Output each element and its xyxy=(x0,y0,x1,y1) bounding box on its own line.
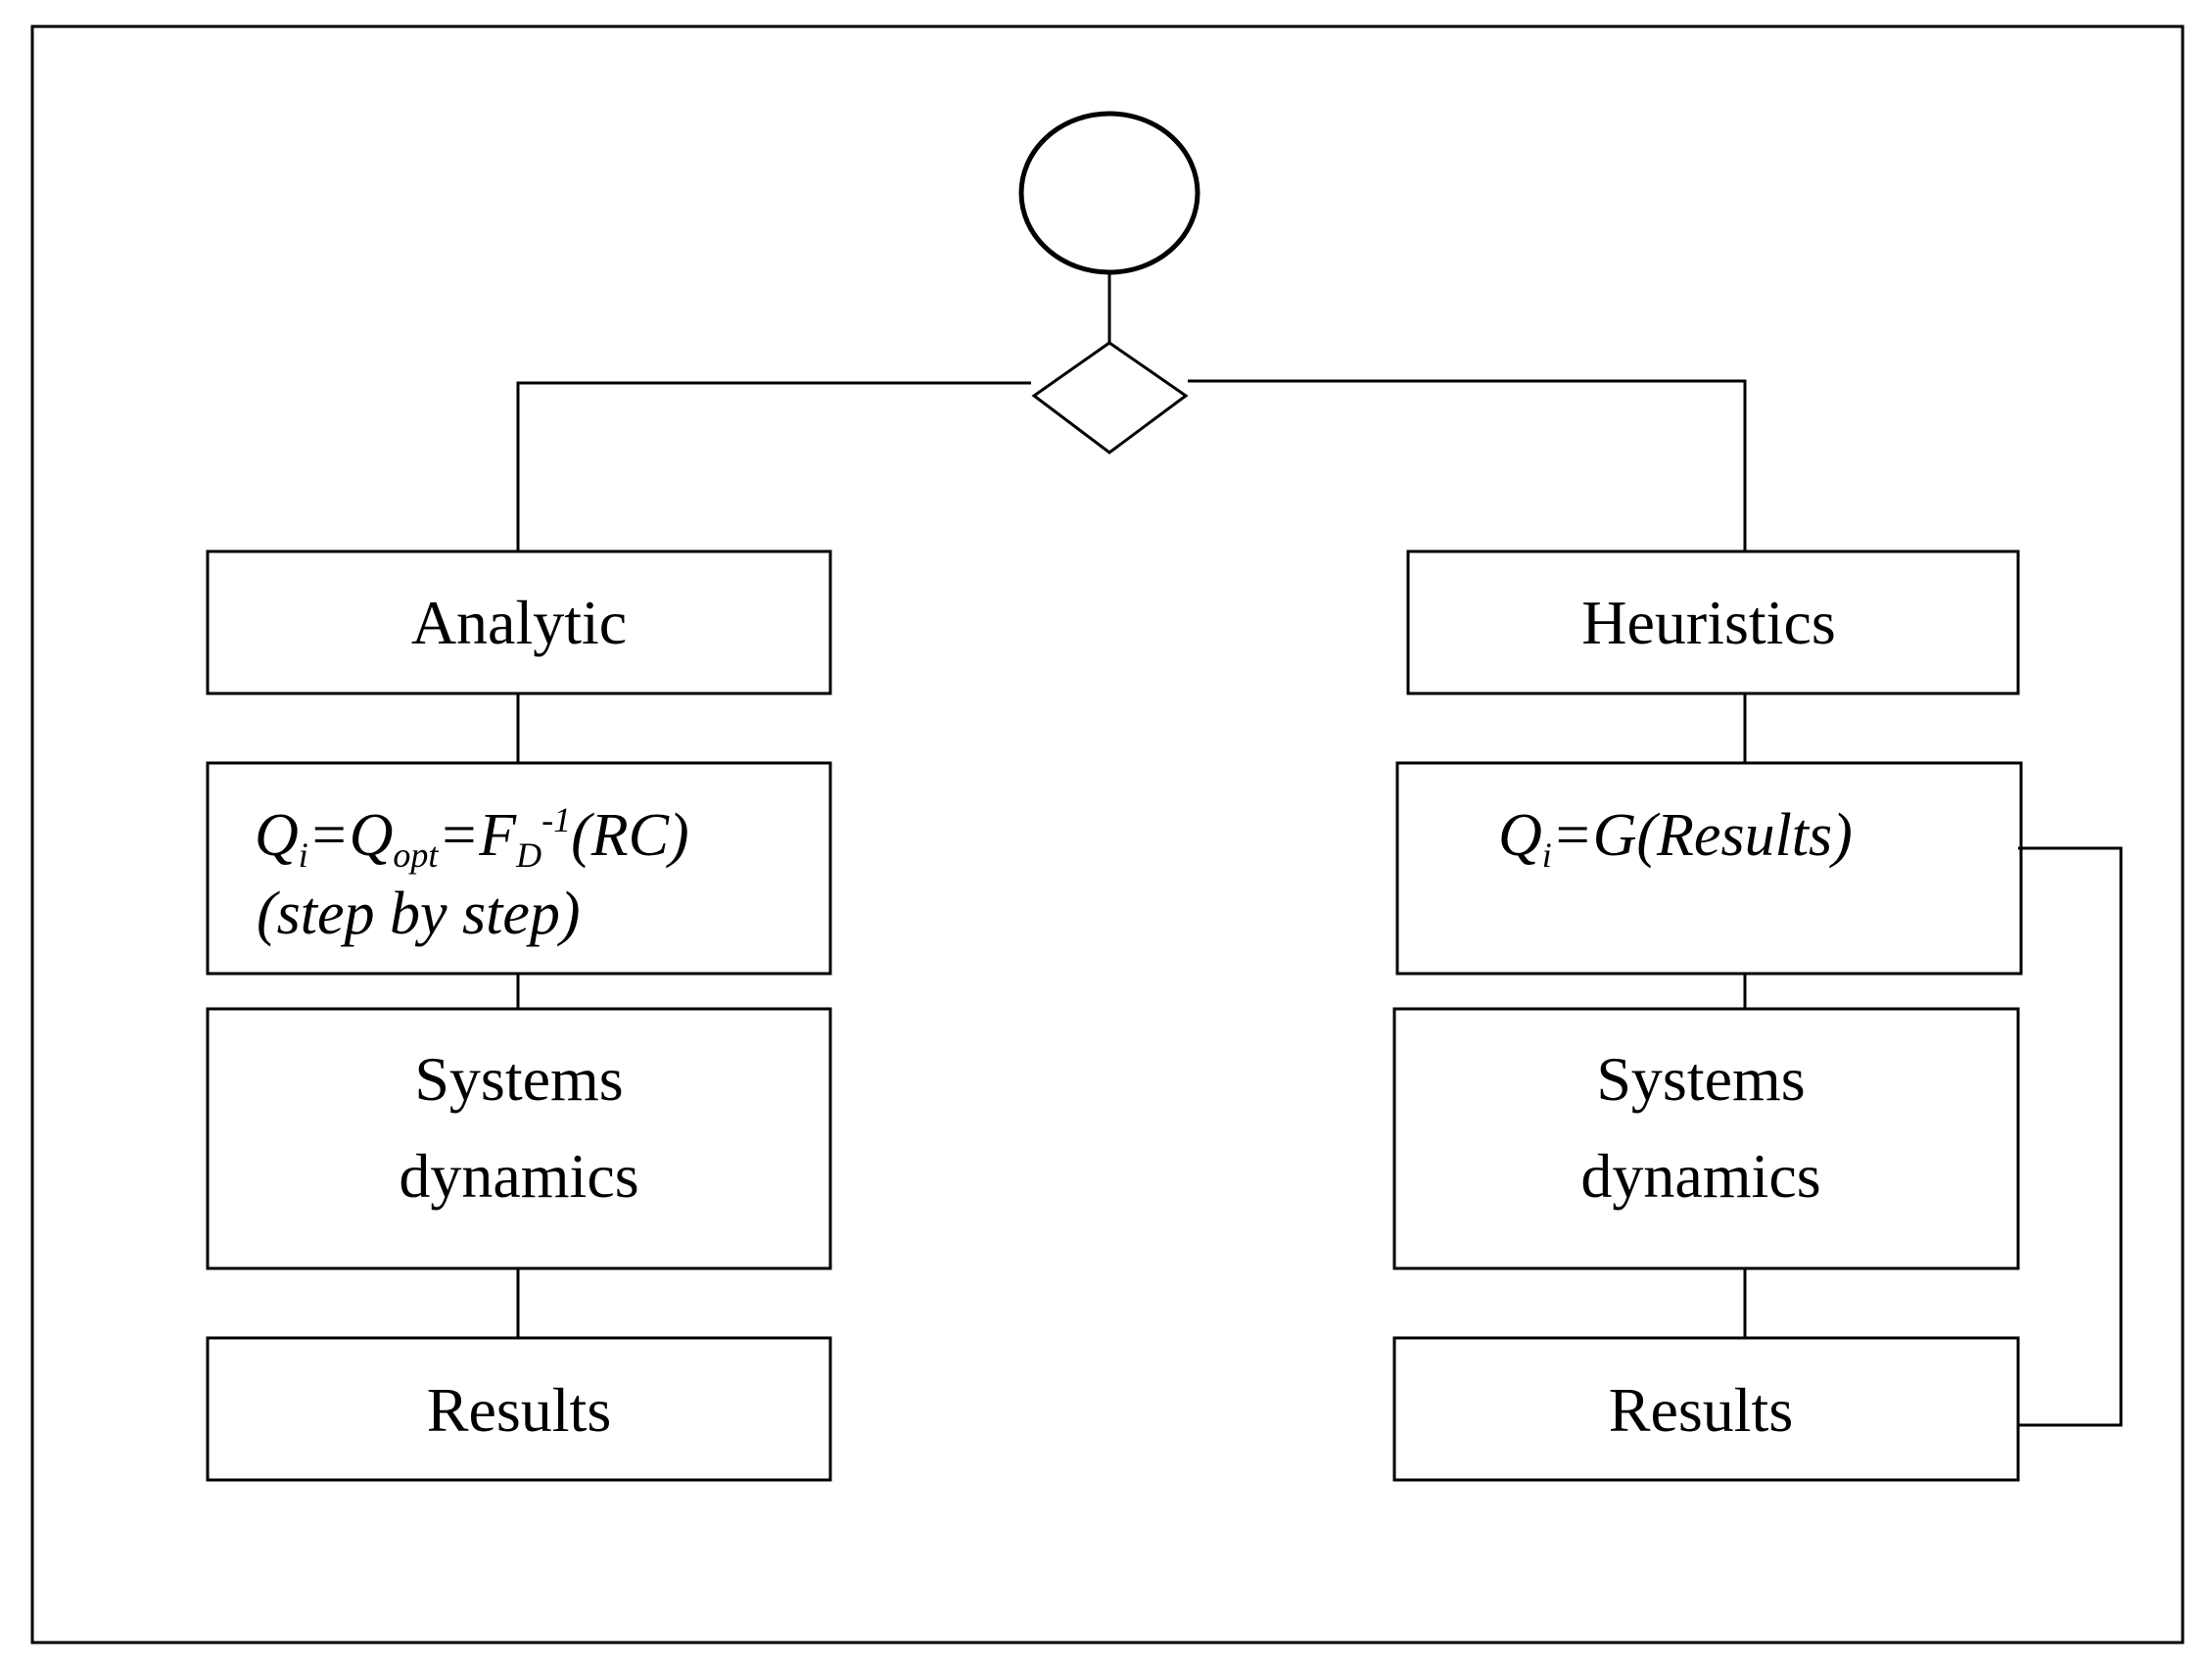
results-label-left: Results xyxy=(427,1375,611,1445)
heuristics-box xyxy=(1406,549,2020,695)
systems-dynamics-label-right-line2: dynamics xyxy=(1580,1141,1820,1211)
results-label-right: Results xyxy=(1609,1375,1793,1445)
decision-node xyxy=(1031,341,1189,454)
results-box-right xyxy=(1392,1336,2020,1482)
systems-dynamics-label-left-line2: dynamics xyxy=(399,1141,638,1211)
heuristics-formula: Qi=G(Results) xyxy=(1498,802,1853,875)
systems-dynamics-box-right xyxy=(1392,1007,2020,1270)
feedback-loop-connector xyxy=(2018,846,2123,1427)
analytic-formula-note: (step by step) xyxy=(257,881,581,947)
right-branch-connector xyxy=(1188,379,1747,551)
left-branch-connector xyxy=(516,381,1031,551)
systems-dynamics-label-left-line1: Systems xyxy=(414,1044,623,1114)
analytic-formula: Qi=Qopt=FD-1(RC) xyxy=(255,800,689,875)
results-box-left xyxy=(206,1336,832,1482)
heuristics-label: Heuristics xyxy=(1581,588,1836,657)
analytic-label: Analytic xyxy=(411,588,627,657)
systems-dynamics-label-right-line1: Systems xyxy=(1596,1044,1805,1114)
heuristics-formula-box xyxy=(1395,761,2023,976)
outer-frame xyxy=(30,24,2185,1645)
start-node xyxy=(1018,111,1200,275)
